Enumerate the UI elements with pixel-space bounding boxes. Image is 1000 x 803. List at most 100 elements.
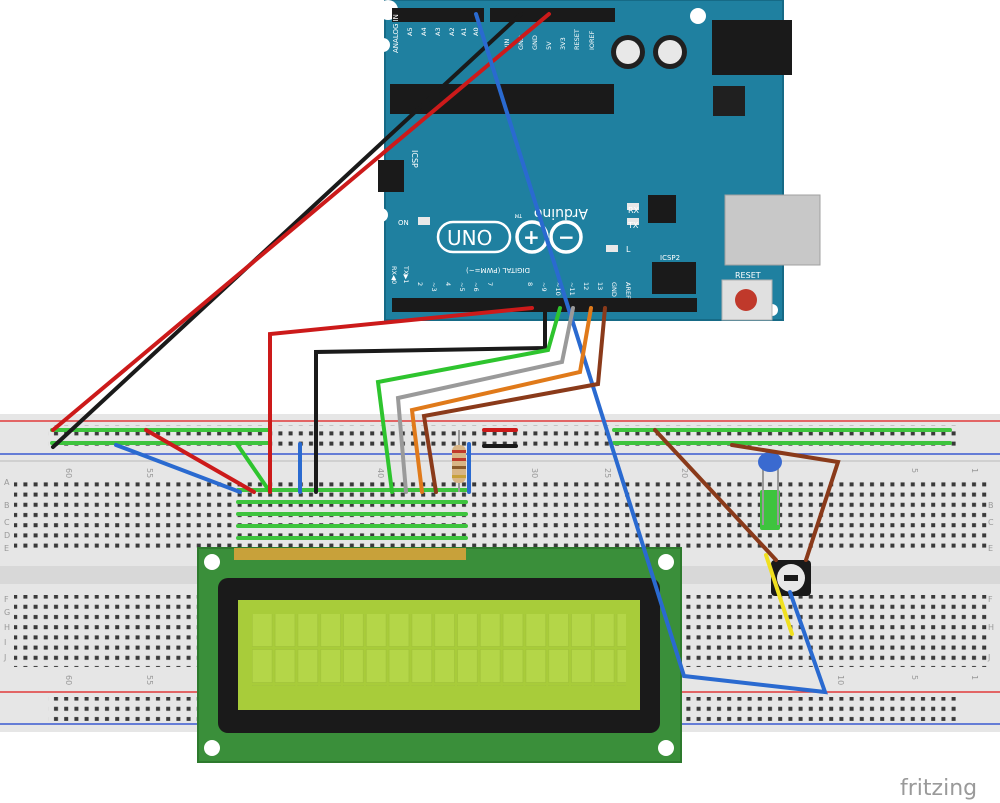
col-20: 20: [680, 468, 689, 478]
col-55-bottom: 55: [145, 675, 154, 685]
pin-3: ~3: [430, 282, 438, 292]
row-letter-g: G: [4, 608, 10, 617]
minus-glyph: −: [558, 225, 575, 249]
pin-gnd-2: GND: [531, 35, 539, 50]
power-jack: [712, 20, 792, 75]
plus-glyph: +: [523, 225, 540, 249]
col-10-bottom: 10: [836, 675, 845, 685]
lcd-16x2: [197, 547, 682, 763]
analog-in-label: ANALOG IN: [392, 14, 400, 53]
row-letter-b: B: [4, 501, 10, 510]
wire-green-short: [235, 442, 272, 494]
col-30: 30: [530, 468, 539, 478]
pin-7: 7: [486, 282, 494, 286]
pin-reset: RESET: [573, 29, 581, 50]
connected-holes: [50, 428, 952, 540]
pin-8: 8: [526, 282, 534, 286]
icsp-header: [378, 160, 404, 192]
pin-a1: A1: [460, 27, 468, 36]
usb-port: [724, 194, 821, 266]
pin-10: ~10: [554, 282, 562, 296]
row-letter-c: C: [4, 518, 10, 527]
analog-pin-labels: A5 A4 A3 A2 A1 A0: [406, 27, 480, 36]
col-25: 25: [603, 468, 612, 478]
row-letter-e-right: E: [988, 544, 993, 553]
lcd-character-grid: [252, 614, 626, 686]
col-55: 55: [145, 468, 154, 478]
wire-orange-pin12: [409, 306, 593, 494]
wire-brown-pin13: [421, 306, 607, 494]
row-letter-h: H: [4, 623, 10, 632]
lcd-pins: [234, 548, 466, 560]
on-led: [418, 217, 430, 225]
row-letter-f: F: [4, 595, 9, 604]
pin-6: ~6: [472, 282, 480, 292]
wire-gray-pin11: [395, 306, 575, 494]
icsp2-header: [652, 262, 696, 294]
wire-green-pin10: [375, 306, 562, 494]
column-numbers: 60 55 40 30 25 20 5 1 60 55 10 5 1: [64, 468, 979, 685]
pin-ioref: IOREF: [588, 30, 596, 50]
col-5: 5: [910, 468, 919, 473]
row-letter-f-right: F: [988, 595, 993, 604]
wire-yellow-pot: [764, 553, 794, 636]
digital-pin-labels: 2 ~3 4 ~5 ~6 7 8 ~9 ~10 ~11 12 13 GND AR…: [416, 282, 632, 299]
resistor: [452, 430, 466, 492]
pin-gnd-1: GND: [517, 35, 525, 50]
pin-4: 4: [444, 282, 452, 286]
trademark-label: TM: [515, 212, 523, 218]
wire-gnd-black-long: [51, 12, 523, 449]
col-1-bottom: 1: [970, 675, 979, 680]
uno-logo: UNO + −: [436, 220, 583, 254]
terminal-strip-top: [14, 478, 990, 550]
pin-vin: VIN: [503, 39, 511, 50]
pin-5: ~5: [458, 282, 466, 292]
pin-a5: A5: [406, 27, 414, 36]
row-letter-h-right: H: [988, 623, 994, 632]
wire-red-pin8: [268, 306, 534, 494]
pin-13: 13: [596, 282, 604, 290]
pin-a4: A4: [420, 27, 428, 36]
wire-a0-blue: [474, 12, 828, 695]
rx0-label: RX◀0: [390, 266, 398, 284]
tx-label: TX: [627, 221, 639, 230]
row-letter-a: A: [4, 478, 10, 487]
power-pin-labels: VIN GND GND 5V 3V3 RESET IOREF: [503, 29, 596, 50]
row-letters: A B C D E F G H I J B C E F H J: [3, 478, 994, 662]
pin-3v3: 3V3: [559, 37, 567, 50]
col-60: 60: [64, 468, 73, 478]
row-letter-j-right: J: [987, 653, 990, 662]
pin-a0: A0: [472, 27, 480, 36]
reset-label: RESET: [735, 271, 761, 280]
wire-rail-red-1: [144, 428, 256, 494]
wire-black-pin9: [314, 306, 547, 494]
wire-rail-blue-1: [114, 443, 242, 494]
wire-5v-red-long: [51, 12, 551, 432]
wire-brown-pot-1: [653, 428, 778, 562]
l-led: [606, 245, 618, 252]
reset-button: [735, 289, 757, 311]
wire-brown-pot-2: [730, 443, 841, 562]
digital-label: DIGITAL (PWM=~): [466, 266, 530, 274]
icsp-label: ICSP: [410, 150, 419, 168]
pin-5v: 5V: [545, 41, 553, 50]
col-60-bottom: 60: [64, 675, 73, 685]
col-5-bottom: 5: [910, 675, 919, 680]
row-letter-d: D: [4, 531, 10, 540]
pin-2: 2: [416, 282, 424, 286]
tx1-label: TX▶1: [402, 265, 410, 284]
tx-led: [627, 218, 639, 225]
pin-a2: A2: [448, 27, 456, 36]
ceramic-capacitor: [758, 452, 782, 525]
icsp2-label: ICSP2: [660, 254, 680, 262]
power-header: [490, 8, 615, 22]
rx-label: RX: [628, 206, 640, 215]
pin-9: ~9: [540, 282, 548, 292]
col-1: 1: [970, 468, 979, 473]
pin-a3: A3: [434, 27, 442, 36]
row-letter-j: J: [3, 653, 6, 662]
on-label: ON: [398, 219, 409, 227]
col-40: 40: [376, 468, 385, 478]
usb-chip: [648, 195, 676, 223]
